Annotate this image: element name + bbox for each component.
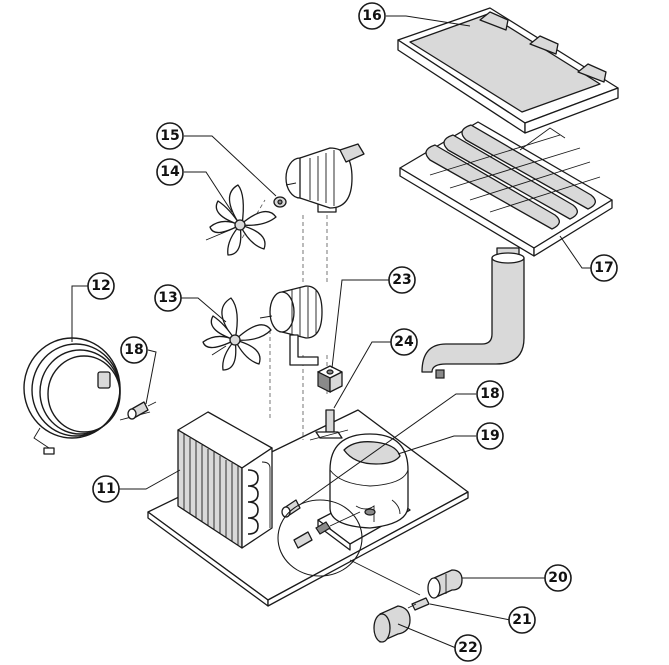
callout-18-right: 18	[476, 380, 504, 408]
svg-text:20: 20	[548, 570, 568, 586]
svg-text:17: 17	[594, 260, 613, 276]
solenoid-coil	[317, 365, 343, 393]
callout-24: 24	[390, 328, 418, 356]
detail-ring	[277, 499, 421, 596]
svg-text:12: 12	[91, 278, 110, 294]
svg-text:18: 18	[480, 386, 499, 402]
callout-16: 16	[358, 2, 386, 30]
capillary-coil	[23, 337, 151, 455]
evaporator-assembly	[399, 121, 613, 379]
callout-15: 15	[156, 122, 184, 150]
valve-cap	[373, 605, 411, 643]
drip-tray-cover	[397, 7, 619, 134]
callout-18-left: 18	[120, 336, 148, 364]
svg-text:23: 23	[392, 272, 411, 288]
callout-19: 19	[476, 422, 504, 450]
condenser	[177, 411, 273, 549]
callout-20: 20	[544, 564, 572, 592]
callout-21: 21	[508, 606, 536, 634]
callout-14: 14	[156, 158, 184, 186]
svg-text:11: 11	[96, 481, 115, 497]
fan-nut	[273, 196, 287, 208]
fan-blade-lower	[202, 297, 272, 371]
svg-text:13: 13	[158, 290, 177, 306]
fan-motor-upper	[285, 143, 365, 213]
solenoid-valve	[309, 409, 349, 441]
condenser-fins	[183, 434, 239, 545]
valve-core	[407, 597, 430, 611]
svg-text:18: 18	[124, 342, 143, 358]
leader-lines	[71, 15, 603, 649]
callout-11: 11	[92, 475, 120, 503]
svg-text:15: 15	[160, 128, 179, 144]
callout-22: 22	[454, 634, 482, 662]
callout-23: 23	[388, 266, 416, 294]
svg-text:21: 21	[512, 612, 531, 628]
callout-12: 12	[87, 272, 115, 300]
fitting	[427, 569, 463, 599]
svg-text:14: 14	[160, 164, 180, 180]
fan-blade-upper	[205, 184, 277, 256]
filter-drier-left	[127, 401, 157, 420]
fan-motor-lower	[259, 285, 323, 366]
callout-17: 17	[590, 254, 618, 282]
svg-text:24: 24	[394, 334, 414, 350]
svg-text:19: 19	[480, 428, 499, 444]
svg-text:22: 22	[458, 640, 477, 656]
svg-text:16: 16	[362, 8, 381, 24]
callout-13: 13	[154, 284, 182, 312]
evaporator-coil	[425, 124, 601, 230]
